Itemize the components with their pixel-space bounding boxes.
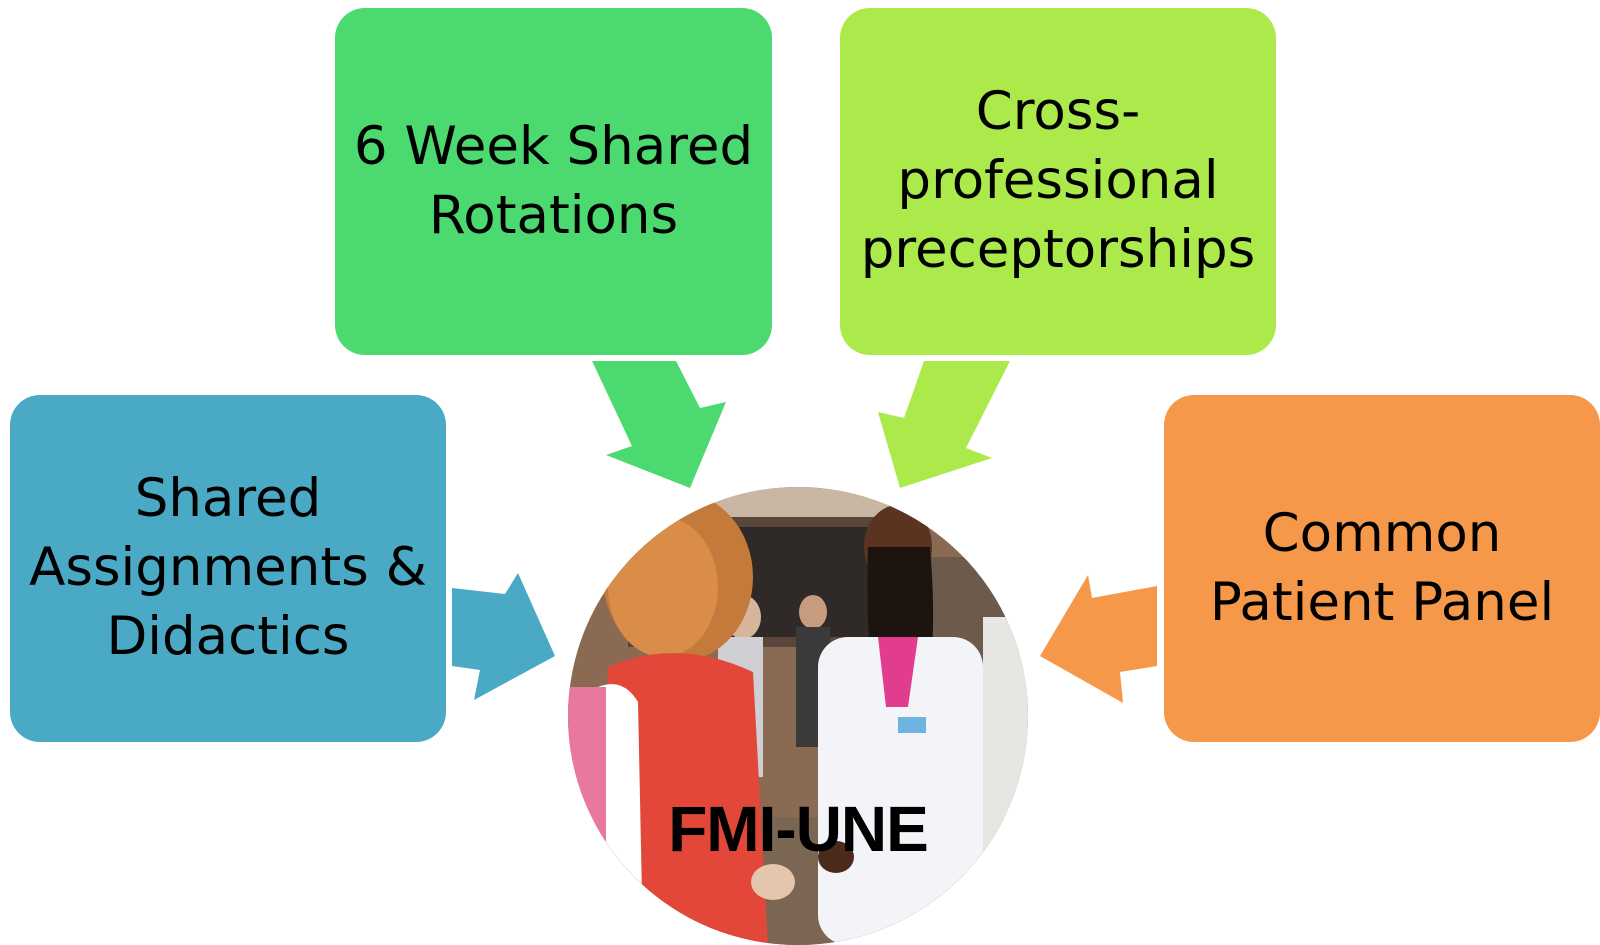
box-patient-panel: Common Patient Panel (1164, 395, 1600, 742)
arrow-top-right-icon (878, 361, 1010, 488)
center-photo-circle: FMI-UNE (568, 487, 1028, 945)
center-label: FMI-UNE (668, 793, 929, 865)
arrow-left-icon (452, 573, 555, 700)
box-preceptorships: Cross- professional preceptorships (840, 8, 1276, 355)
box-shared-rotations: 6 Week Shared Rotations (335, 8, 772, 355)
arrow-right-icon (1040, 575, 1157, 703)
box-shared-assignments: Shared Assignments & Didactics (10, 395, 446, 742)
arrow-top-left-icon (592, 361, 726, 488)
photo-people-icon (568, 487, 1028, 945)
